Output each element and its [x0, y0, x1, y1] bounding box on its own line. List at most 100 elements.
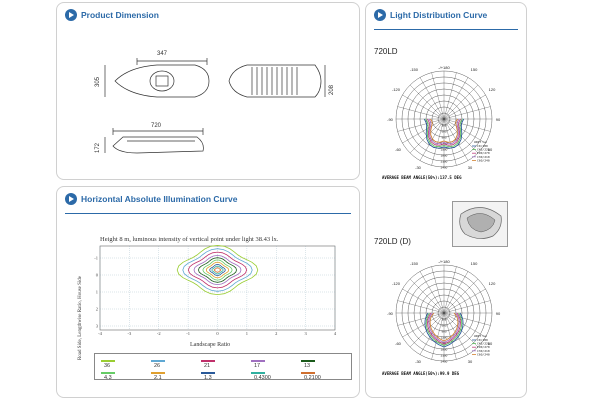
polar-angle-label: 120 — [489, 87, 496, 92]
lamp-front-view — [228, 64, 326, 98]
polar-spoke — [409, 312, 445, 348]
polar-spoke — [402, 288, 445, 314]
polar-angle-label: 90 — [496, 117, 501, 122]
polar-radial-label: 300 — [441, 318, 446, 322]
polar-radial-label: 1500 — [441, 148, 448, 152]
polar-radial-label: 1200 — [441, 336, 448, 340]
lamp-side-view — [104, 128, 204, 154]
polar-spoke — [419, 271, 445, 314]
polar-angle-label: 30 — [468, 165, 473, 170]
polar-curve — [427, 312, 461, 345]
polar-spoke — [443, 312, 491, 326]
model-label-1: 720LD — [374, 47, 398, 56]
polar-curve — [426, 118, 462, 146]
legend-value: 21 — [204, 363, 211, 369]
chevron-right-icon — [374, 9, 386, 21]
legend-swatch — [151, 372, 165, 374]
polar-legend-item: C30/210 — [477, 155, 490, 159]
polar-angle-label: -60 — [395, 147, 402, 152]
legend-swatch — [301, 372, 315, 374]
dimension-height-left: 305 — [95, 76, 101, 87]
polar-curve — [425, 118, 463, 148]
polar-spoke — [419, 312, 445, 355]
polar-angle-label: -30 — [415, 165, 422, 170]
dimension-width-top: 347 — [157, 51, 168, 57]
polar-legend-item: C90/270 — [477, 345, 490, 349]
illum-contour — [202, 259, 233, 281]
polar-spoke — [443, 118, 486, 144]
legend-swatch — [101, 372, 115, 374]
illum-y-tick: -1 — [94, 256, 98, 261]
panel-header: Light Distribution Curve — [374, 9, 487, 21]
illum-x-tick: 1 — [246, 331, 248, 336]
illum-contour — [205, 261, 230, 279]
illum-x-tick: 2 — [275, 331, 277, 336]
polar-angle-label: 120 — [489, 281, 496, 286]
polar-spoke — [402, 312, 445, 338]
header-rule — [374, 29, 518, 30]
polar-radial-label: 2100 — [441, 160, 448, 164]
illum-chart-title: Height 8 m, luminous intensity of vertic… — [100, 236, 279, 243]
polar-spoke — [397, 118, 445, 132]
polar-radial-label: 600 — [441, 130, 446, 134]
polar-legend-item: C45/225 — [477, 148, 490, 152]
polar-angle-label: 60 — [488, 341, 493, 346]
legend-value: 36 — [104, 363, 111, 369]
polar-angle-label: -60 — [395, 341, 402, 346]
illum-contour — [209, 263, 226, 277]
chevron-right-icon — [65, 193, 77, 205]
polar-spoke — [443, 312, 486, 338]
polar-radial-label: 2400 — [441, 360, 448, 364]
polar-radial-label: 900 — [441, 330, 446, 334]
beam-angle-text-2: AVERAGE BEAM ANGLE(50%):99.9 DEG — [382, 371, 460, 376]
illum-contour — [198, 257, 237, 283]
polar-angle-label: -30 — [415, 359, 422, 364]
polar-curve — [428, 312, 460, 344]
dimension-height-right: 208 — [329, 84, 335, 95]
legend-swatch — [251, 372, 265, 374]
polar-spoke — [443, 278, 479, 314]
polar-spoke — [443, 312, 479, 348]
illum-contour — [182, 248, 253, 292]
polar-spoke — [443, 77, 469, 120]
polar-spoke — [443, 312, 457, 360]
polar-radial-label: 1800 — [441, 348, 448, 352]
legend-value: 17 — [254, 363, 261, 369]
polar-legend-item: C90/270 — [477, 151, 490, 155]
polar-radial-label: 600 — [441, 324, 446, 328]
polar-spoke — [443, 300, 491, 314]
polar-legend-item: C0/180 — [477, 144, 488, 148]
polar-spoke — [409, 278, 445, 314]
polar-chart-720ld: -/+180-150-120-90-60-3015012090603030060… — [387, 65, 501, 170]
polar-angle-label: 150 — [471, 67, 478, 72]
illum-y-tick: 1 — [96, 290, 98, 295]
panel-title: Horizontal Absolute Illumination Curve — [81, 194, 238, 204]
illum-x-label: Landscape Ratio — [190, 342, 231, 348]
polar-spoke — [397, 300, 445, 314]
polar-radial-label: 2400 — [441, 166, 448, 170]
polar-spoke — [397, 106, 445, 120]
polar-legend-unit: UNIT:cd — [474, 140, 487, 144]
light-distribution-panel: Light Distribution Curve 720LD 720LD (D)… — [365, 2, 527, 398]
polar-legend: UNIT:cdC0/180C45/225C90/270C30/210C60/24… — [472, 140, 490, 162]
polar-curve — [424, 312, 464, 348]
legend-swatch — [251, 360, 265, 362]
illum-y-label: Road Side, Lengthwise Ratio, House Side — [78, 275, 83, 360]
polar-radial-label: 1800 — [441, 154, 448, 158]
header-rule — [65, 213, 351, 214]
legend-value: 2.1 — [154, 375, 162, 381]
polar-spoke — [443, 72, 457, 120]
illum-contour — [187, 251, 248, 289]
illum-contour — [213, 267, 222, 273]
polar-angle-label: -90 — [387, 117, 394, 122]
polar-spoke — [431, 72, 445, 120]
dimension-length: 720 — [151, 123, 162, 129]
polar-angle-label: 30 — [468, 359, 473, 364]
legend-swatch — [151, 360, 165, 362]
polar-curve — [429, 312, 459, 342]
polar-legend-item: C0/180 — [477, 338, 488, 342]
product-dimension-panel: Product Dimension — [56, 2, 360, 180]
illum-x-tick: -2 — [157, 331, 161, 336]
